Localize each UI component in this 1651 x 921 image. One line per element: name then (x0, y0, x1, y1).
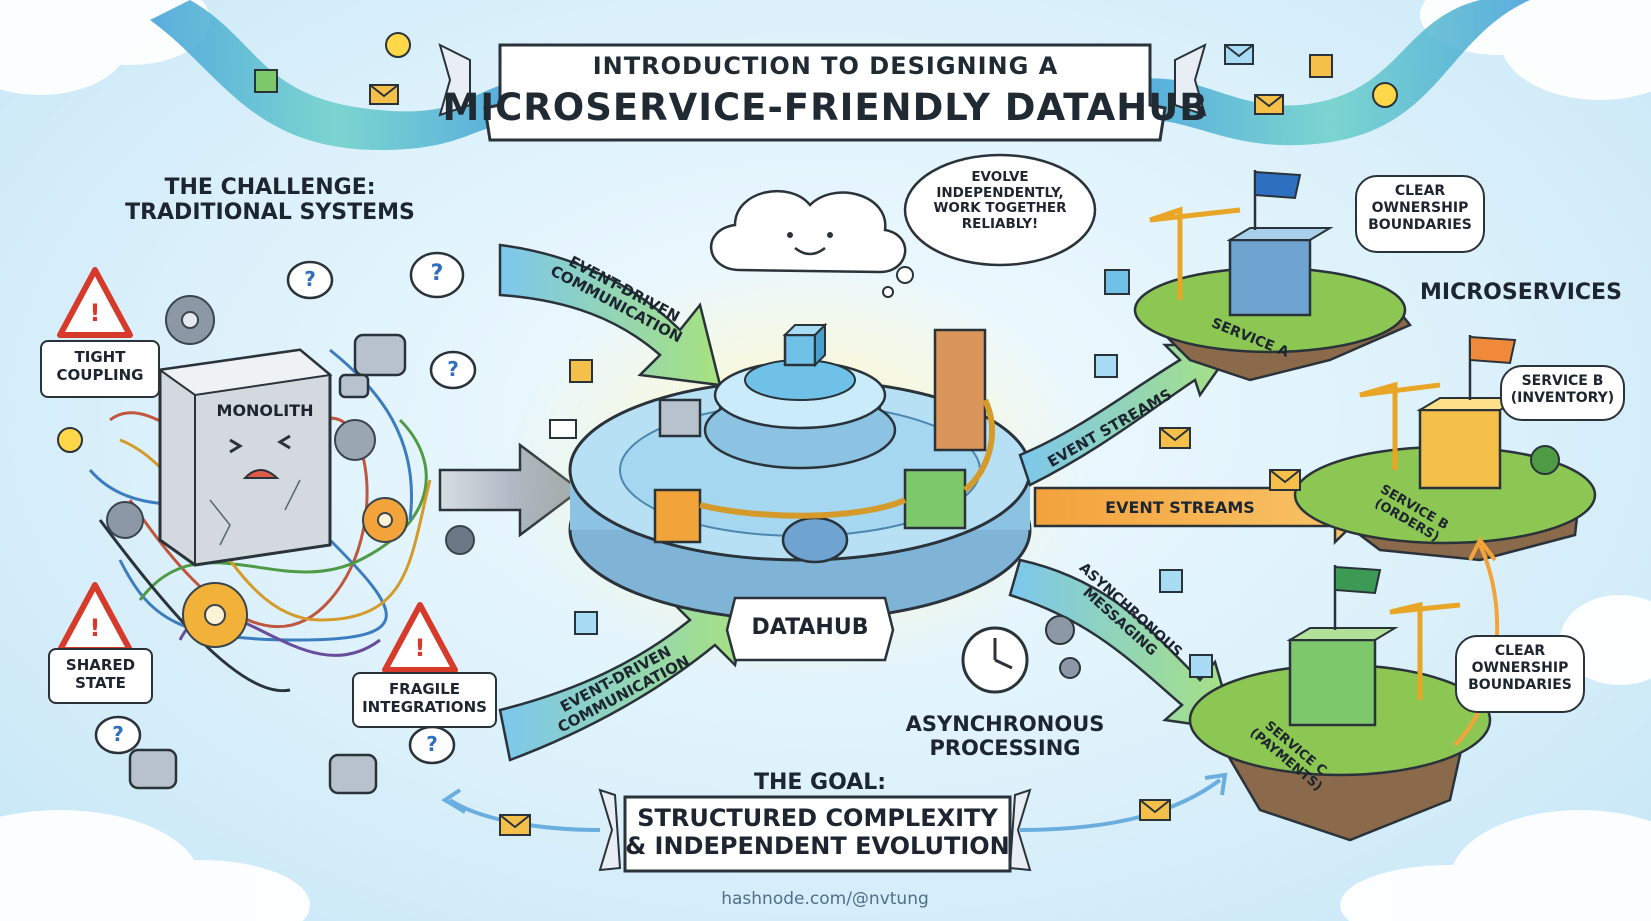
warning-mark: ! (414, 634, 426, 662)
problem-fragile-integrations: FRAGILE INTEGRATIONS (352, 672, 497, 728)
envelope-icon (369, 44, 1301, 836)
goal-banner (598, 788, 1032, 873)
crane-icon (1389, 601, 1461, 700)
crane-icon (1359, 381, 1441, 470)
data-river (150, 0, 1530, 150)
goal-arrow-right-head (1204, 772, 1228, 796)
output-label-event-streams-mid: EVENT STREAMS (1105, 498, 1255, 517)
crane-icon (1149, 206, 1241, 300)
output-arrow-event-streams-top (1018, 343, 1238, 487)
ownership-note-top: CLEAR OWNERSHIP BOUNDARIES (1355, 175, 1485, 253)
warning-mark: ! (89, 614, 101, 642)
title-line-1: INTRODUCTION TO DESIGNING A (592, 52, 1059, 80)
question-bubbles (94, 251, 477, 765)
challenge-heading: THE CHALLENGE: TRADITIONAL SYSTEMS (125, 175, 415, 226)
monolith-block (157, 348, 333, 567)
goal-arrow-right (1019, 778, 1222, 832)
problem-shared-state: SHARED STATE (48, 648, 153, 704)
lightbulb-icon (57, 32, 1398, 453)
question-mark: ? (430, 261, 444, 286)
thought-bubble-text: EVOLVE INDEPENDENTLY, WORK TOGETHER RELI… (933, 169, 1067, 232)
question-mark: ? (426, 732, 438, 756)
question-mark: ? (304, 267, 316, 291)
clock-icon (961, 615, 1081, 694)
warning-icon (57, 267, 458, 673)
goal-heading: THE GOAL: (753, 770, 887, 795)
thought-bubble (882, 153, 1097, 298)
service-b-inventory-callout: SERVICE B (INVENTORY) (1500, 365, 1625, 421)
flag-icon (1469, 335, 1517, 365)
flag-icon (1334, 565, 1382, 595)
robots (128, 333, 407, 795)
island-service-c (1188, 565, 1492, 842)
flying-cubes (254, 54, 1333, 678)
problem-tight-coupling: TIGHT COUPLING (40, 340, 160, 398)
microservices-heading: MICROSERVICES (1420, 280, 1622, 305)
datahub-label: DATAHUB (751, 615, 869, 640)
island-service-b (1293, 335, 1597, 562)
credit-link[interactable]: hashnode.com/@nvtung (721, 889, 929, 909)
ownership-cycle-arrowhead (1468, 536, 1497, 562)
flag-icon (1254, 170, 1302, 200)
input-arrow-bottom (498, 588, 752, 762)
cloud-icon (709, 190, 907, 274)
title-banner (438, 43, 1207, 142)
question-mark: ? (112, 722, 124, 746)
datahub-banner (725, 596, 895, 662)
goal-text: STRUCTURED COMPLEXITY & INDEPENDENT EVOL… (625, 804, 1010, 860)
title-line-2: MICROSERVICE-FRIENDLY DATAHUB (442, 86, 1209, 129)
island-service-a (1133, 170, 1412, 382)
ownership-note-bottom: CLEAR OWNERSHIP BOUNDARIES (1455, 635, 1585, 713)
goal-arrow-left-head (441, 788, 467, 814)
question-mark: ? (447, 357, 459, 381)
async-processing-label: ASYNCHRONOUS PROCESSING (905, 712, 1105, 761)
warning-mark: ! (89, 299, 101, 327)
monolith-label: MONOLITH (216, 401, 314, 420)
hub-services-mini (653, 328, 995, 564)
cube-icon (782, 322, 828, 368)
